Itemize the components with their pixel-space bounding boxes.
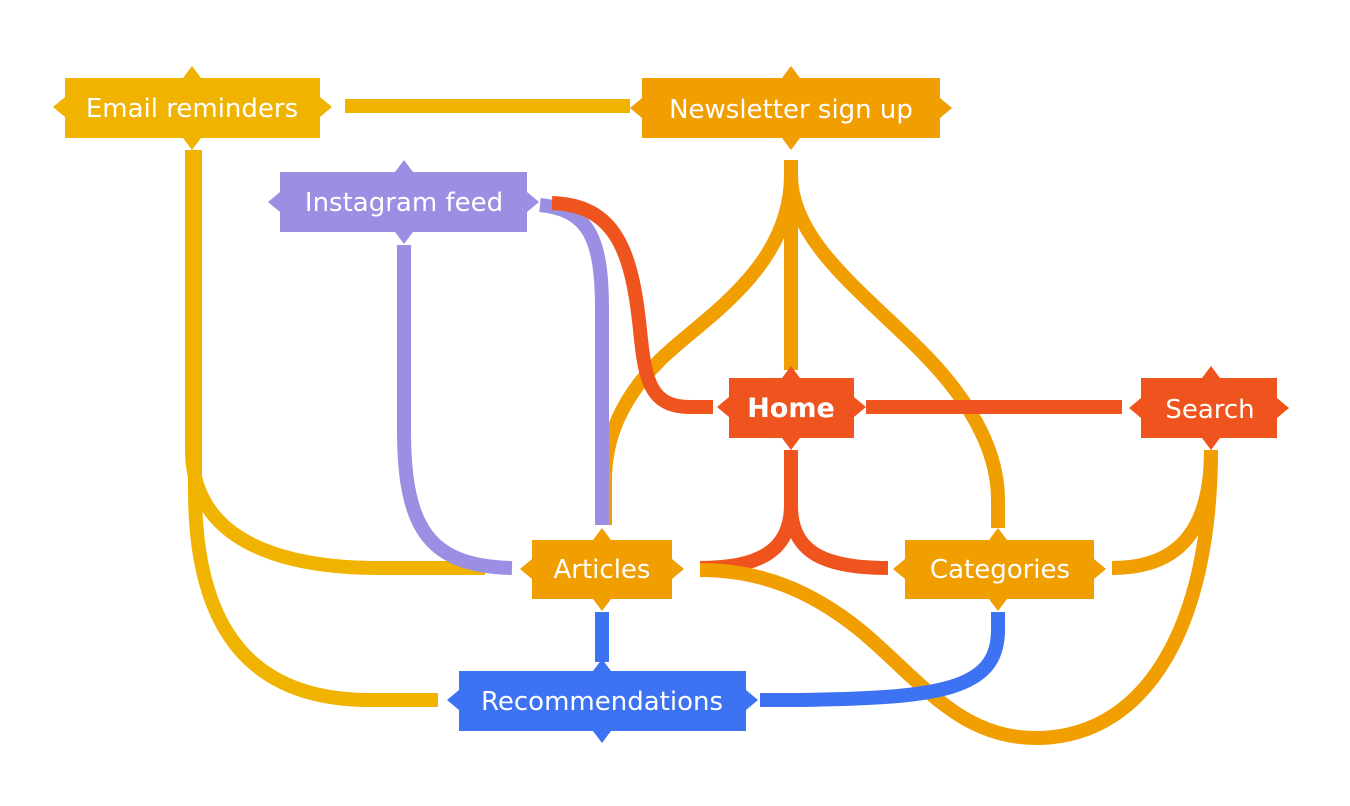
node-newsletter-sign-up-label: Newsletter sign up — [669, 95, 913, 125]
node-categories[interactable]: Categories — [893, 528, 1106, 611]
edge-instagram-left-articles — [397, 245, 513, 575]
node-search[interactable]: Search — [1129, 366, 1289, 450]
node-email-reminders-shape — [53, 66, 332, 150]
node-recommendations[interactable]: Recommendations — [447, 659, 758, 743]
node-instagram-feed-shape — [268, 160, 539, 244]
node-home[interactable]: Home — [717, 366, 866, 450]
node-instagram-feed-label: Instagram feed — [305, 188, 503, 218]
node-newsletter-sign-up[interactable]: Newsletter sign up — [630, 66, 952, 150]
node-recommendations-shape — [447, 659, 758, 743]
edge-home-articles — [699, 450, 798, 575]
node-home-label: Home — [747, 393, 835, 424]
edge-home-categories — [784, 450, 889, 575]
node-search-label: Search — [1165, 395, 1254, 425]
node-search-shape — [1129, 366, 1289, 450]
edge-newsletter-categories — [784, 174, 1005, 528]
edge-search-articles — [699, 449, 1218, 746]
edge-newsletter-articles — [598, 174, 798, 525]
node-categories-shape — [893, 528, 1106, 611]
node-email-reminders-label: Email reminders — [86, 94, 298, 124]
edge-instagram-articles — [539, 198, 609, 525]
node-instagram-feed[interactable]: Instagram feed — [268, 160, 539, 244]
node-articles-label: Articles — [554, 555, 651, 585]
edge-home-instagram — [551, 196, 713, 414]
node-home-shape — [717, 366, 866, 450]
edge-email-recommendations — [188, 150, 438, 707]
node-articles-shape — [520, 528, 684, 611]
node-email-reminders[interactable]: Email reminders — [53, 66, 332, 150]
node-recommendations-label: Recommendations — [481, 687, 723, 717]
node-articles[interactable]: Articles — [520, 528, 684, 611]
node-newsletter-sign-up-shape — [630, 66, 952, 150]
edge-recommendations-categories — [760, 612, 1005, 707]
edges — [185, 99, 1218, 746]
node-categories-label: Categories — [930, 555, 1070, 585]
